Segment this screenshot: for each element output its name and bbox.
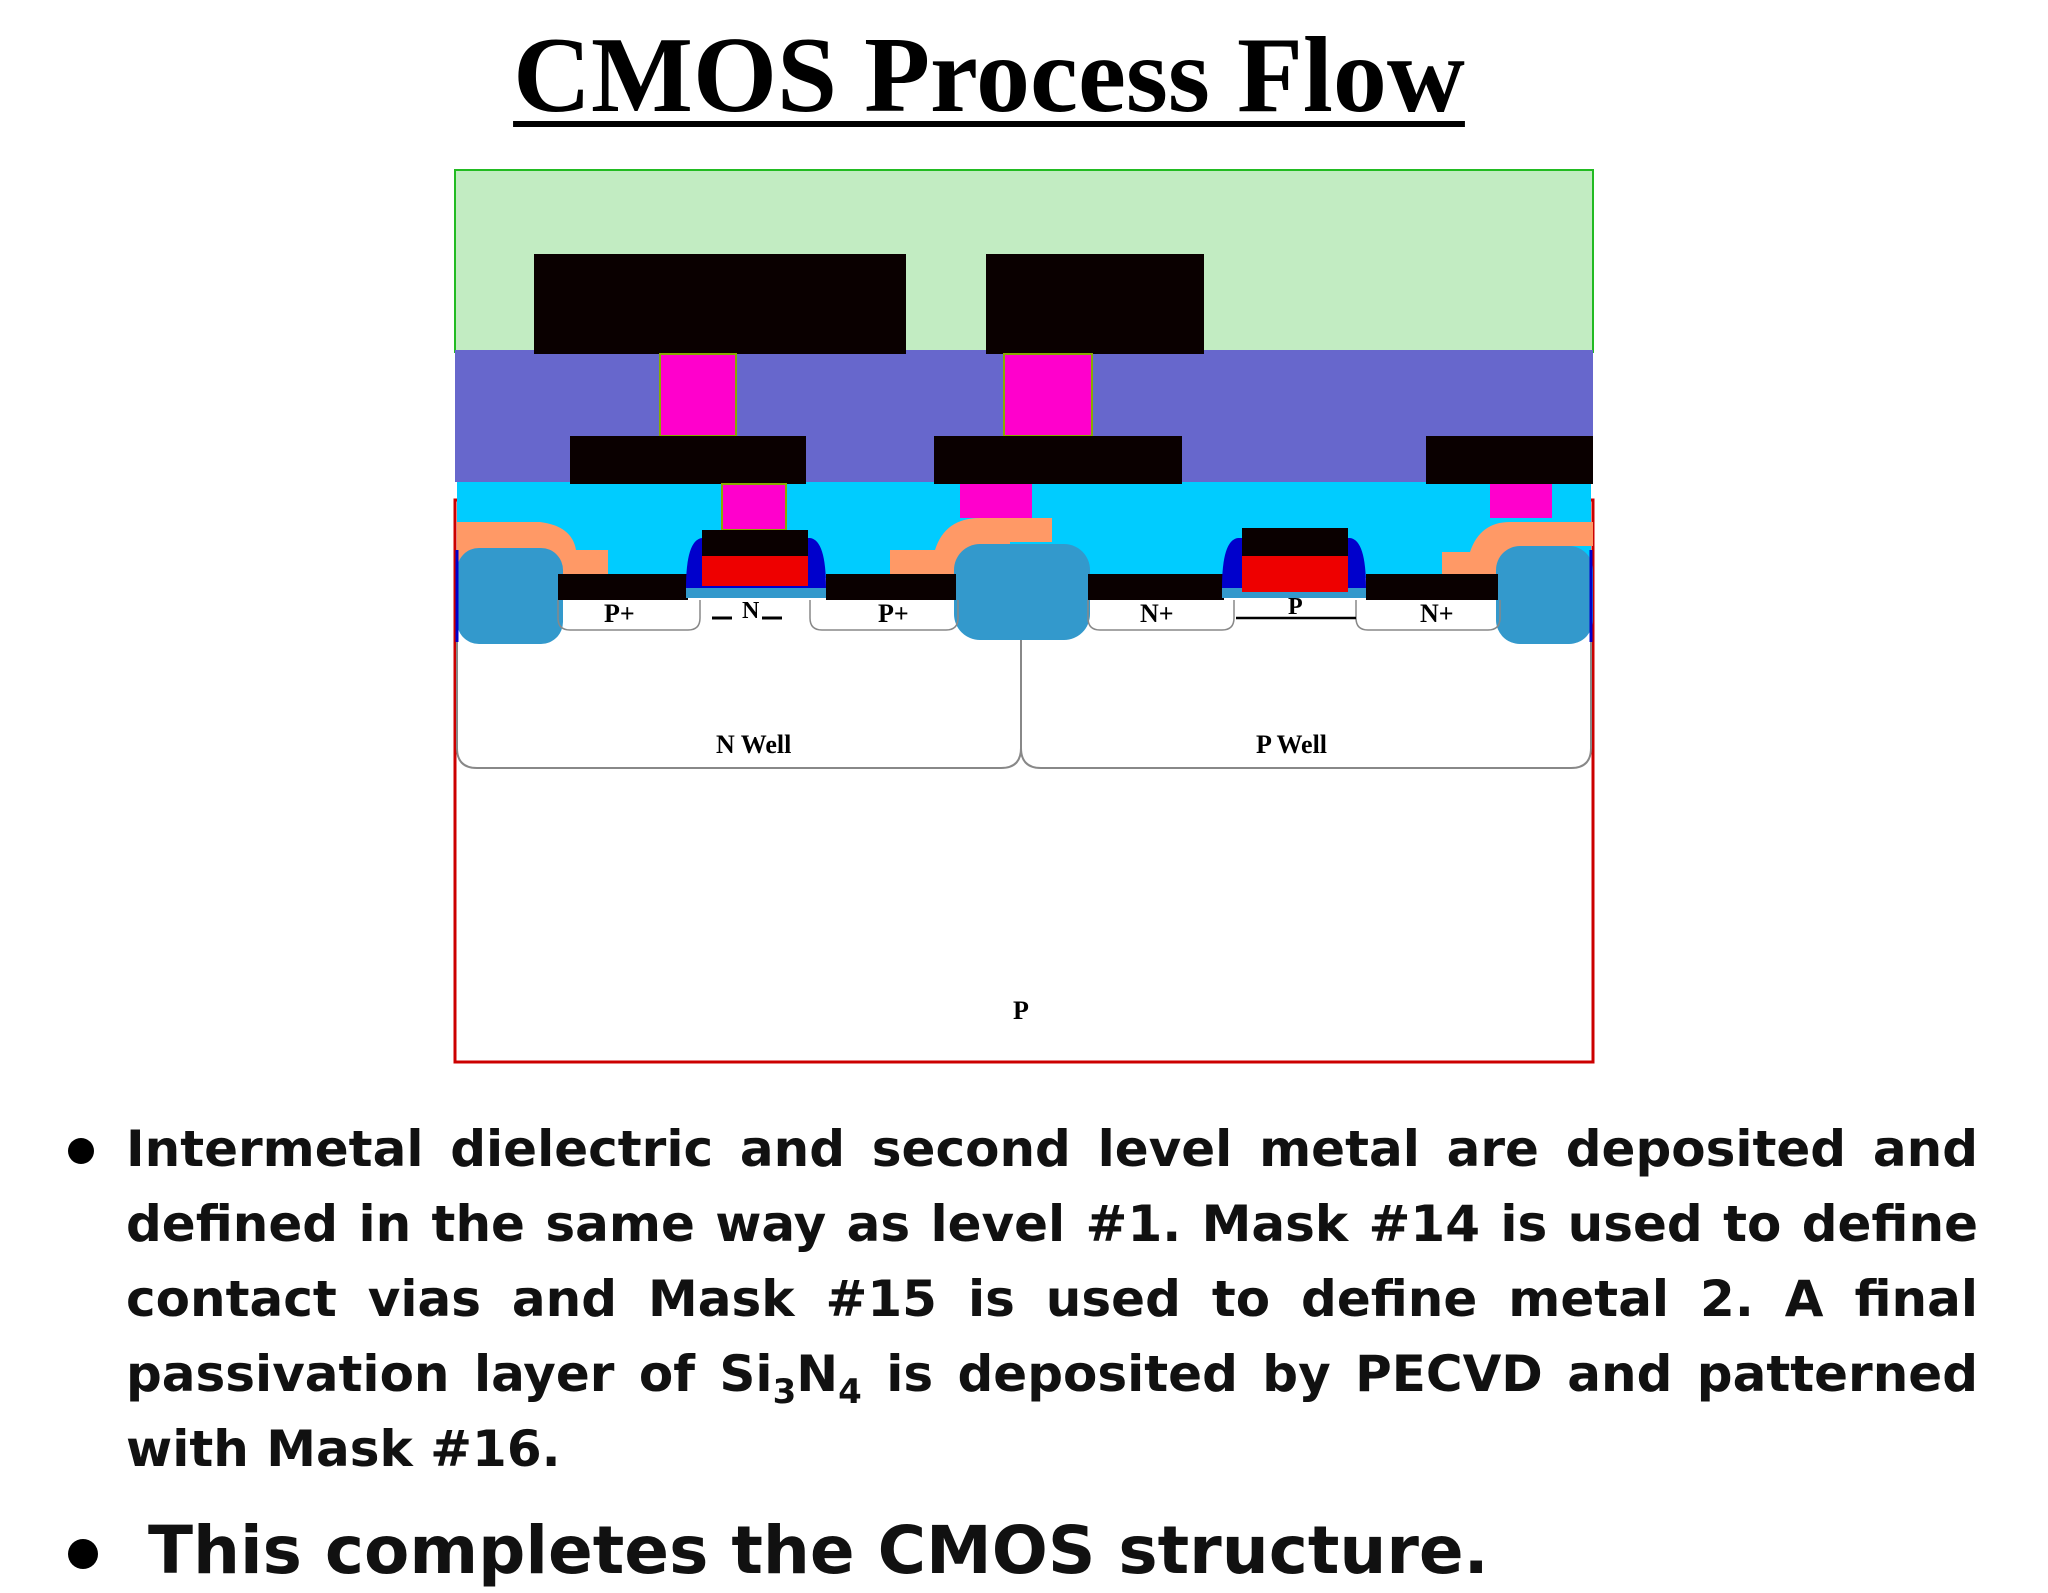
label-substrate: P: [1013, 996, 1029, 1025]
silicide-n-mid: [1088, 574, 1224, 600]
label-p-plus-left: P+: [604, 599, 635, 628]
label-p-channel: P: [1288, 594, 1303, 620]
contact-gate-pmos: [721, 483, 787, 531]
n-well-outline: [456, 640, 1022, 769]
metal1-b: [934, 436, 1182, 484]
label-p-well: P Well: [1256, 730, 1327, 759]
bullet-list: Intermetal dielectric and second level m…: [68, 1112, 1978, 1593]
silicide-p-left: [558, 574, 688, 600]
gate-silicide-nmos: [1242, 528, 1348, 556]
label-n-channel: N: [742, 598, 760, 624]
silicide-p-mid: [826, 574, 956, 600]
field-oxide-right: [1496, 546, 1593, 644]
contact-n-plus: [1490, 484, 1552, 518]
bullet-1-text: Intermetal dielectric and second level m…: [126, 1120, 1978, 1478]
contact-p-plus: [960, 484, 1032, 518]
p-plus-left-region: [557, 600, 701, 631]
bullet-2-text: This completes the CMOS structure.: [148, 1512, 1489, 1589]
poly-gate-nmos: [1242, 556, 1348, 592]
gate-oxide-pmos: [686, 586, 826, 598]
label-n-plus-mid: N+: [1140, 599, 1174, 628]
p-plus-mid-region: [809, 600, 959, 631]
field-oxide-mid: [954, 544, 1090, 640]
p-well-outline: [1020, 640, 1592, 769]
gate-silicide-pmos: [702, 530, 808, 556]
n-plus-mid-region: [1087, 600, 1235, 631]
label-n-plus-right: N+: [1420, 599, 1454, 628]
metal1-c: [1426, 436, 1593, 484]
metal1-a: [570, 436, 806, 484]
poly-gate-pmos: [702, 556, 808, 586]
bullet-1: Intermetal dielectric and second level m…: [68, 1112, 1978, 1487]
cmos-cross-section-diagram: P+ N P+ N+ P N+ N Well P Well P: [453, 169, 1595, 1064]
bullet-2: This completes the CMOS structure.: [68, 1509, 1978, 1593]
field-oxide-left: [457, 548, 563, 644]
n-plus-right-region: [1355, 600, 1501, 631]
silicide-n-right: [1366, 574, 1498, 600]
via2-right: [1003, 353, 1093, 437]
page-title: CMOS Process Flow: [513, 16, 1465, 135]
bullet-dot-icon: [68, 1539, 98, 1569]
bullet-dot-icon: [68, 1138, 94, 1164]
label-n-well: N Well: [716, 730, 791, 759]
via2-left: [659, 353, 737, 437]
label-p-plus-mid: P+: [878, 599, 909, 628]
metal2-right: [986, 254, 1204, 354]
metal2-left: [534, 254, 906, 354]
